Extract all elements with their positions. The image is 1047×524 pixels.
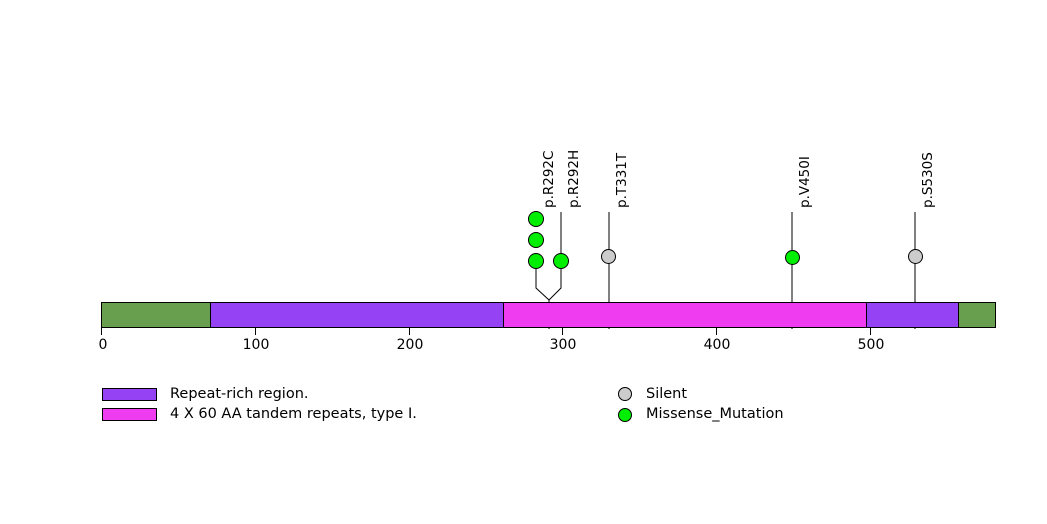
legend-label-missense: Missense_Mutation — [646, 406, 784, 422]
domain-segment-tandem-repeats[interactable] — [503, 302, 867, 328]
lollipop-dot-p-R292H-1[interactable] — [553, 253, 569, 269]
stem-p-R292C — [535, 262, 550, 301]
legend-label-silent: Silent — [646, 386, 688, 402]
legend-label-repeat-rich: Repeat-rich region. — [170, 386, 309, 402]
mutation-label-p-S530S: p.S530S — [920, 152, 936, 208]
axis-tick-0 — [101, 328, 102, 335]
axis-tick-200 — [409, 328, 410, 335]
axis-label-100: 100 — [242, 337, 270, 353]
axis-label-400: 400 — [703, 337, 731, 353]
stem-p-R292H — [548, 212, 562, 301]
lollipop-dot-p-T331T-1[interactable] — [601, 249, 616, 264]
domain-segment-backbone-right[interactable] — [958, 302, 996, 328]
legend-dot-silent[interactable] — [618, 387, 632, 401]
domain-segment-backbone-left[interactable] — [101, 302, 211, 328]
axis-tick-500 — [870, 328, 871, 335]
mutation-label-p-R292C: p.R292C — [541, 150, 557, 208]
lollipop-dot-p-R292C-1[interactable] — [528, 253, 544, 269]
mutation-label-p-T331T: p.T331T — [614, 152, 630, 208]
legend-label-tandem-repeats: 4 X 60 AA tandem repeats, type I. — [170, 406, 417, 422]
axis-label-300: 300 — [549, 337, 577, 353]
legend-swatch-tandem-repeats[interactable] — [102, 408, 157, 421]
axis-tick-300 — [562, 328, 563, 335]
lollipop-dot-p-R292C-2[interactable] — [528, 232, 544, 248]
axis-tick-400 — [716, 328, 717, 335]
mutation-label-p-R292H: p.R292H — [566, 149, 582, 208]
domain-segment-repeat-rich-1[interactable] — [210, 302, 504, 328]
domain-segment-repeat-rich-2[interactable] — [866, 302, 959, 328]
lollipop-dot-p-R292C-3[interactable] — [528, 211, 544, 227]
legend-dot-missense[interactable] — [618, 408, 632, 422]
axis-label-0: 0 — [98, 337, 108, 353]
axis-tick-100 — [255, 328, 256, 335]
lollipop-dot-p-S530S-1[interactable] — [908, 249, 923, 264]
legend-swatch-repeat-rich[interactable] — [102, 388, 157, 401]
axis-label-200: 200 — [396, 337, 424, 353]
mutation-label-p-V450I: p.V450I — [797, 156, 813, 208]
axis-label-500: 500 — [857, 337, 885, 353]
lollipop-dot-p-V450I-1[interactable] — [785, 250, 800, 265]
